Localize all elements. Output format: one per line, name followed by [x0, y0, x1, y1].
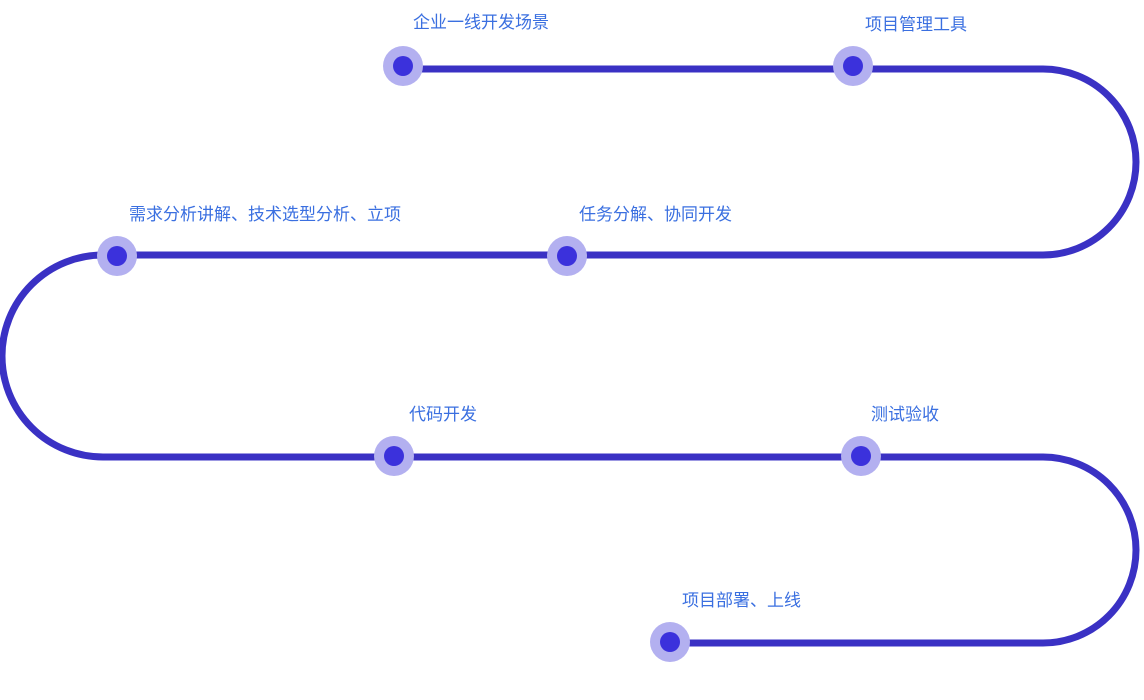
step-node-dot: [851, 446, 871, 466]
step-node-dot: [107, 246, 127, 266]
step-node-1: [383, 46, 423, 86]
step-node-dot: [393, 56, 413, 76]
step-label-4: 任务分解、协同开发: [579, 205, 732, 225]
step-label-3: 需求分析讲解、技术选型分析、立项: [129, 205, 401, 225]
step-node-dot: [557, 246, 577, 266]
step-label-7: 项目部署、上线: [682, 591, 801, 611]
step-label-1: 企业一线开发场景: [413, 13, 549, 33]
step-node-2: [833, 46, 873, 86]
step-label-6: 测试验收: [871, 405, 939, 425]
step-label-2: 项目管理工具: [865, 15, 967, 35]
roadmap-path: [0, 65, 1140, 647]
step-node-6: [841, 436, 881, 476]
step-node-7: [650, 622, 690, 662]
step-node-dot: [660, 632, 680, 652]
step-node-4: [547, 236, 587, 276]
step-node-3: [97, 236, 137, 276]
step-node-dot: [384, 446, 404, 466]
step-label-5: 代码开发: [409, 405, 477, 425]
step-node-5: [374, 436, 414, 476]
step-node-dot: [843, 56, 863, 76]
